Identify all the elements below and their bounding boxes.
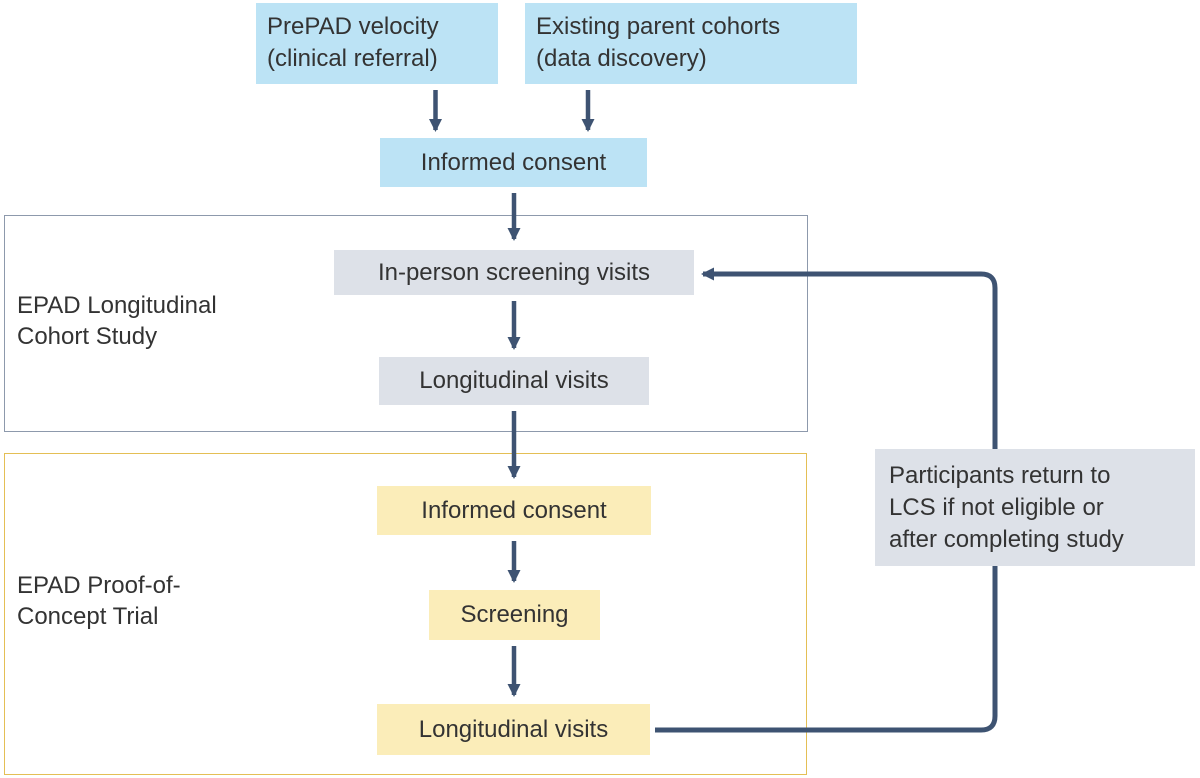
poc-informed-consent-box: Informed consent [377, 486, 651, 535]
source-prepad-line1: PrePAD velocity [267, 13, 439, 40]
poc-label-line2: Concept Trial [17, 603, 159, 630]
poc-label-line1: EPAD Proof-of- [17, 572, 181, 599]
lcs-label-line1: EPAD Longitudinal [17, 292, 217, 319]
source-box-parent-cohorts: Existing parent cohorts (data discovery) [525, 3, 857, 84]
lcs-longitudinal-visits-box: Longitudinal visits [379, 357, 649, 405]
in-person-screening-visits-box: In-person screening visits [334, 250, 694, 295]
screening-box: Screening [429, 590, 600, 640]
return-note-line2: LCS if not eligible or [889, 494, 1104, 521]
return-note-line1: Participants return to [889, 462, 1111, 489]
lcs-section-label: EPAD Longitudinal Cohort Study [17, 290, 217, 352]
return-note-line3: after completing study [889, 526, 1124, 553]
source-cohorts-line2: (data discovery) [536, 45, 707, 72]
source-cohorts-line1: Existing parent cohorts [536, 13, 781, 40]
source-prepad-line2: (clinical referral) [267, 45, 438, 72]
poc-longitudinal-visits-box: Longitudinal visits [377, 704, 650, 755]
source-box-prepad: PrePAD velocity (clinical referral) [256, 3, 498, 84]
return-note-box: Participants return to LCS if not eligib… [875, 449, 1195, 566]
lcs-label-line2: Cohort Study [17, 323, 158, 350]
poc-section-label: EPAD Proof-of- Concept Trial [17, 570, 181, 632]
informed-consent-box: Informed consent [380, 138, 647, 187]
